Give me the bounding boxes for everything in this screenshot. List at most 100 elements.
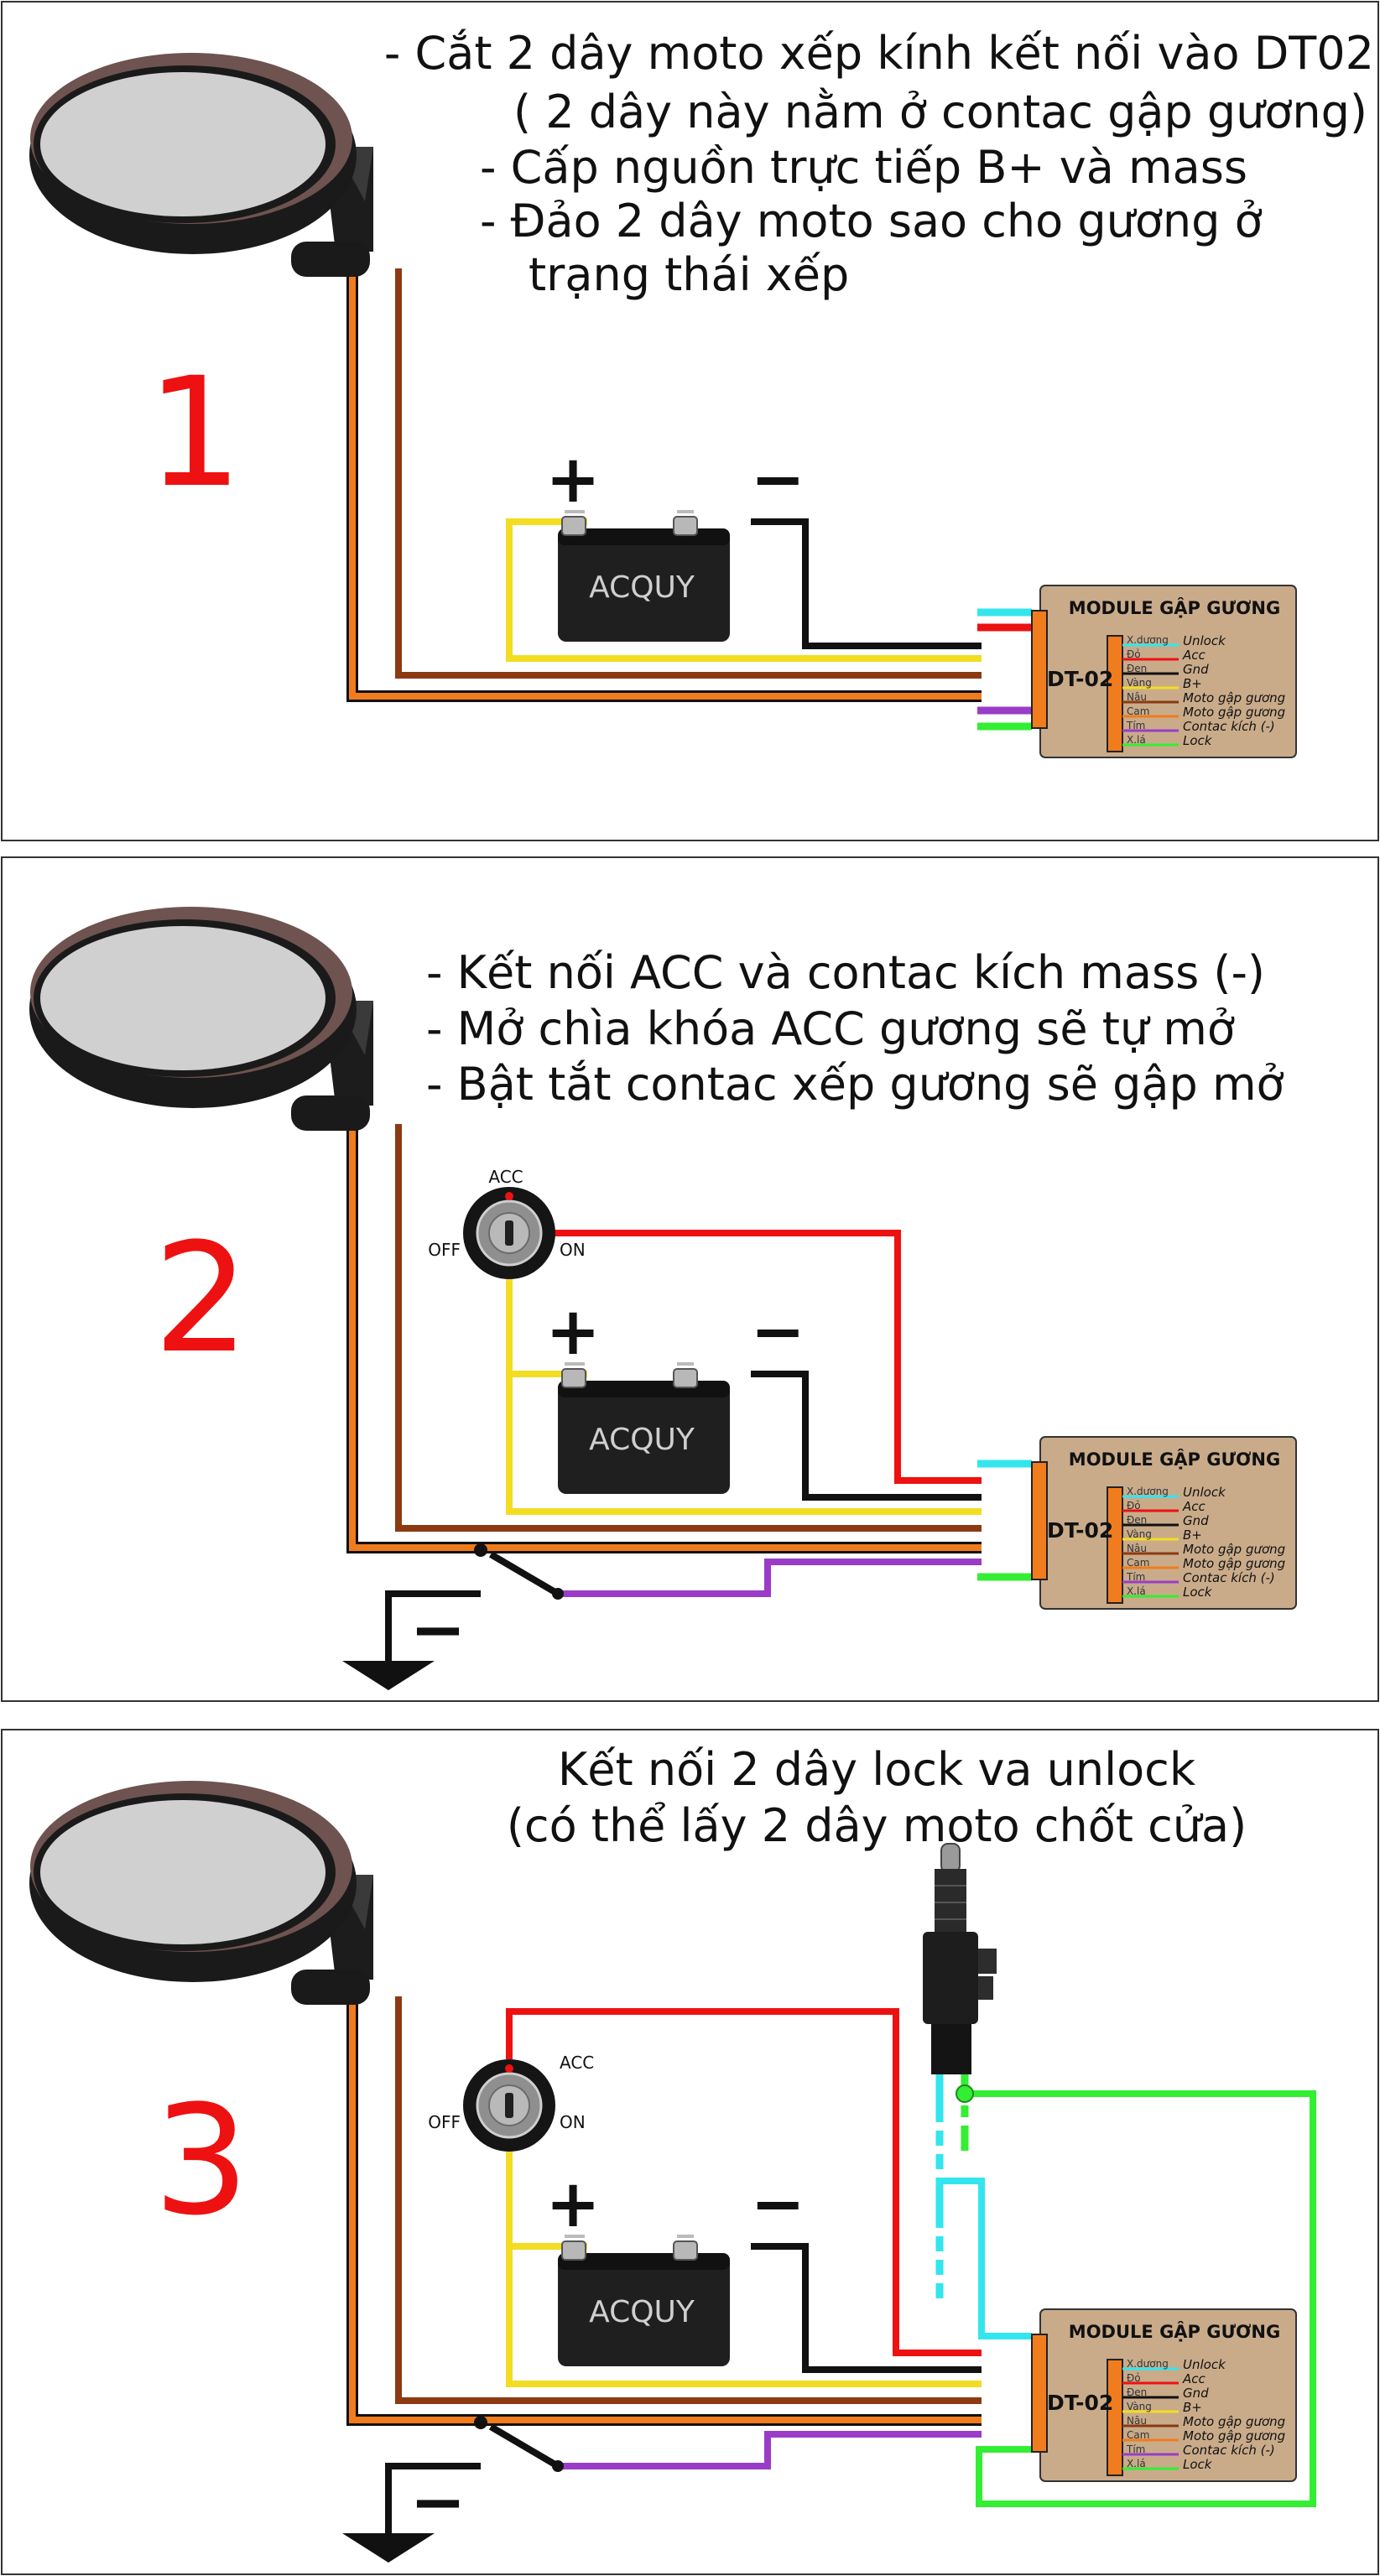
pin-8-function: Lock [1183, 2457, 1213, 2472]
pin-5-function: Moto gập gương [1183, 690, 1285, 705]
pin-2-color: Đỏ [1127, 648, 1141, 660]
battery-label: ACQUY [589, 1423, 695, 1457]
key-switch-acc: ACC [560, 2053, 594, 2073]
wire-black [751, 1371, 982, 1501]
pin-8-function: Lock [1183, 1585, 1213, 1600]
pin-2-function: Acc [1182, 648, 1206, 663]
module-title: MODULE GẬP GƯƠNG [1069, 596, 1280, 618]
pin-8-color: X.lá [1127, 1585, 1146, 1597]
pin-3-function: Gnd [1183, 2386, 1209, 2401]
wire-yellow [506, 2243, 982, 2387]
pin-6-function: Moto gập gương [1183, 1556, 1285, 1571]
side-mirror-icon [29, 53, 373, 277]
pin-3-color: Đen [1127, 1514, 1147, 1526]
wire-red [506, 2008, 982, 2356]
pin-5-color: Nâu [1127, 691, 1147, 703]
panel-1: ACQUY + − MODULE GẬP GƯƠNG DT-02 X.dương… [29, 27, 1374, 758]
pin-6-color: Cam [1127, 2429, 1149, 2441]
battery-minus-sign: − [751, 1294, 805, 1370]
ground-minus-sign: − [409, 2463, 466, 2541]
module-label: DT-02 [1047, 2391, 1113, 2415]
pin-1-color: X.dương [1127, 1486, 1169, 1497]
pin-7-color: Tím [1126, 1571, 1145, 1583]
wire-black [751, 518, 982, 649]
key-switch-icon[interactable]: ACC OFF ON [428, 2053, 594, 2153]
panel-1-note-4: - Đảo 2 dây moto sao cho gương ở [480, 195, 1263, 247]
battery-minus-sign: − [751, 442, 805, 518]
pin-5-color: Nâu [1127, 2415, 1147, 2427]
pin-8-color: X.lá [1127, 734, 1146, 746]
panel-1-note-1: - Cắt 2 dây moto xếp kính kết nối vào DT… [384, 27, 1374, 80]
wire-brown [395, 1124, 982, 1532]
wire-cyan [940, 2178, 1032, 2339]
wire-brown [395, 268, 982, 679]
wire-red [554, 1230, 982, 1484]
pin-7-function: Contac kích (-) [1183, 719, 1275, 734]
side-mirror-icon [29, 907, 373, 1131]
battery-plus-sign: + [545, 2167, 600, 2242]
pin-4-color: Vàng [1127, 2401, 1152, 2412]
pin-2-color: Đỏ [1127, 1500, 1141, 1512]
pin-2-function: Acc [1182, 2371, 1206, 2386]
pin-7-function: Contac kích (-) [1183, 2443, 1275, 2458]
pin-3-function: Gnd [1183, 1513, 1209, 1528]
pin-3-color: Đen [1127, 2386, 1147, 2398]
wire-orange [349, 1996, 982, 2423]
pin-6-function: Moto gập gương [1183, 705, 1285, 720]
ground-icon: − [342, 2416, 564, 2563]
panel-2: ACC OFF ON − ACQUY + − [29, 907, 1297, 1690]
module-label: DT-02 [1047, 667, 1113, 691]
pin-6-color: Cam [1127, 705, 1149, 717]
panel-3-note-2: (có thể lấy 2 dây moto chốt cửa) [507, 1799, 1247, 1852]
pin-7-function: Contac kích (-) [1183, 1570, 1275, 1585]
wire-purple [558, 2431, 982, 2469]
pin-3-color: Đen [1127, 663, 1147, 674]
pin-1-function: Unlock [1183, 633, 1226, 648]
pin-1-color: X.dương [1127, 2358, 1169, 2370]
panel-3-frame [1, 1729, 1379, 2575]
panel-1-note-2: ( 2 dây này nằm ở contac gập gương) [513, 86, 1367, 138]
panel-2-frame [1, 856, 1379, 1702]
panel-2-note-3: - Bật tắt contac xếp gương sẽ gập mở [426, 1058, 1284, 1111]
battery-icon: ACQUY + − [545, 2167, 805, 2368]
key-switch-off: OFF [428, 2112, 461, 2132]
wire-purple [558, 1559, 982, 1597]
pin-8-function: Lock [1183, 733, 1213, 748]
pin-4-color: Vàng [1127, 677, 1152, 689]
pin-1-color: X.dương [1127, 634, 1169, 646]
module-label: DT-02 [1047, 1518, 1113, 1543]
panel-3: ACC OFF ON − ACQUY + − [29, 1743, 1316, 2563]
battery-plus-sign: + [545, 442, 600, 518]
step-number-1: 1 [147, 346, 243, 521]
wire-yellow [506, 1371, 982, 1515]
pin-3-function: Gnd [1183, 662, 1209, 677]
wire-black [751, 2243, 982, 2373]
pin-7-color: Tím [1126, 720, 1145, 731]
pin-5-function: Moto gập gương [1183, 2414, 1285, 2429]
battery-label: ACQUY [589, 2295, 695, 2329]
wire-yellow [506, 518, 982, 662]
pin-2-color: Đỏ [1127, 2372, 1141, 2384]
pin-4-function: B+ [1183, 1527, 1202, 1543]
module-title: MODULE GẬP GƯƠNG [1069, 2320, 1280, 2342]
panel-1-note-3: - Cấp nguồn trực tiếp B+ và mass [480, 141, 1247, 194]
module-title: MODULE GẬP GƯƠNG [1069, 1448, 1280, 1470]
key-switch-icon[interactable]: ACC OFF ON [428, 1167, 586, 1281]
wire-brown [395, 1996, 982, 2404]
panel-1-frame [1, 1, 1379, 841]
battery-minus-sign: − [751, 2167, 805, 2242]
pin-2-function: Acc [1182, 1499, 1206, 1514]
battery-plus-sign: + [545, 1294, 600, 1370]
pin-4-function: B+ [1183, 2400, 1202, 2415]
ground-icon: − [342, 1543, 564, 1690]
wire-orange [349, 1124, 982, 1551]
key-switch-on: ON [560, 2112, 586, 2132]
panel-2-note-1: - Kết nối ACC và contac kích mass (-) [426, 946, 1265, 999]
key-switch-off: OFF [428, 1240, 461, 1260]
step-number-2: 2 [154, 1211, 250, 1387]
pin-7-color: Tím [1126, 2443, 1145, 2455]
module-dt02: MODULE GẬP GƯƠNG DT-02 X.dương Đỏ Đen Và… [1031, 1436, 1297, 1610]
key-switch-acc: ACC [488, 1167, 523, 1187]
pin-8-color: X.lá [1127, 2458, 1146, 2469]
